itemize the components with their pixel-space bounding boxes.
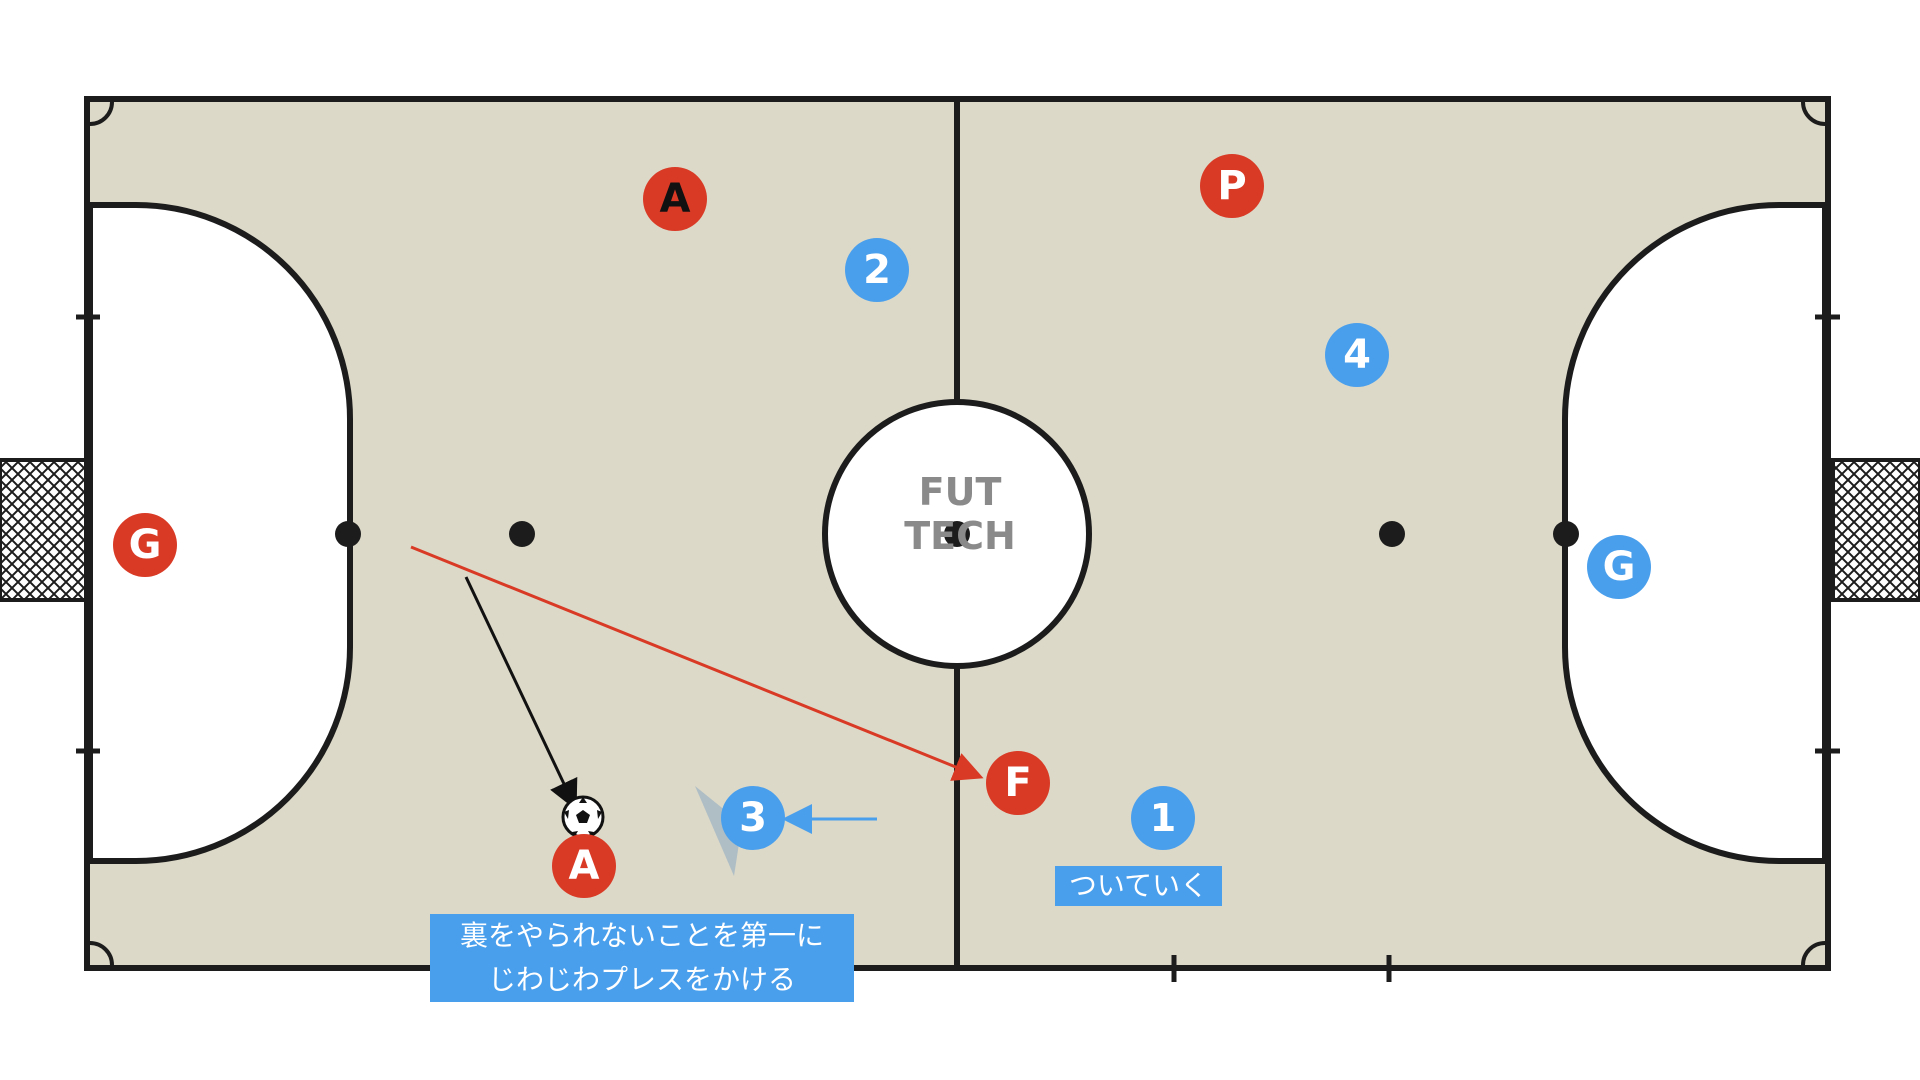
boundary-ticks: [76, 314, 1840, 982]
blue-goalkeeper[interactable]: G: [1587, 535, 1651, 599]
corner-arc-top-left: [89, 101, 114, 126]
caption-follow: ついていく: [1055, 866, 1222, 906]
second-penalty-spot-left: [509, 521, 535, 547]
caption-press-line-1: 裏をやられないことを第一に: [459, 919, 824, 952]
pass-arrow: [410, 545, 984, 781]
center-spot: [944, 521, 970, 547]
corner-arc-bottom-left: [89, 941, 114, 966]
caption-press-instruction: 裏をやられないことを第一に じわじわプレスをかける: [430, 914, 854, 1002]
soccer-ball-icon: [561, 795, 605, 839]
cover-shadow-cone: [695, 786, 742, 876]
goal-right: [1831, 458, 1920, 602]
red-player-p[interactable]: P: [1200, 154, 1264, 218]
corner-arc-top-right: [1801, 101, 1826, 126]
caption-press-line-2: じわじわプレスをかける: [487, 963, 796, 996]
goal-left: [0, 458, 89, 602]
blue-player-2[interactable]: 2: [845, 238, 909, 302]
blue-player-1[interactable]: 1: [1131, 786, 1195, 850]
red-player-f[interactable]: F: [986, 751, 1050, 815]
blue-player-3[interactable]: 3: [721, 786, 785, 850]
penalty-spot-left: [335, 521, 361, 547]
corner-arc-bottom-right: [1801, 941, 1826, 966]
run-arrow: [464, 576, 578, 811]
blue-player-4[interactable]: 4: [1325, 323, 1389, 387]
second-penalty-spot-right: [1379, 521, 1405, 547]
penalty-spot-right: [1553, 521, 1579, 547]
red-player-a-top[interactable]: A: [643, 167, 707, 231]
penalty-area-right: [1562, 202, 1828, 864]
red-goalkeeper[interactable]: G: [113, 513, 177, 577]
penalty-area-left: [87, 202, 353, 864]
watermark-text: FUT TECH: [904, 470, 1016, 558]
red-player-a-ball[interactable]: A: [552, 834, 616, 898]
